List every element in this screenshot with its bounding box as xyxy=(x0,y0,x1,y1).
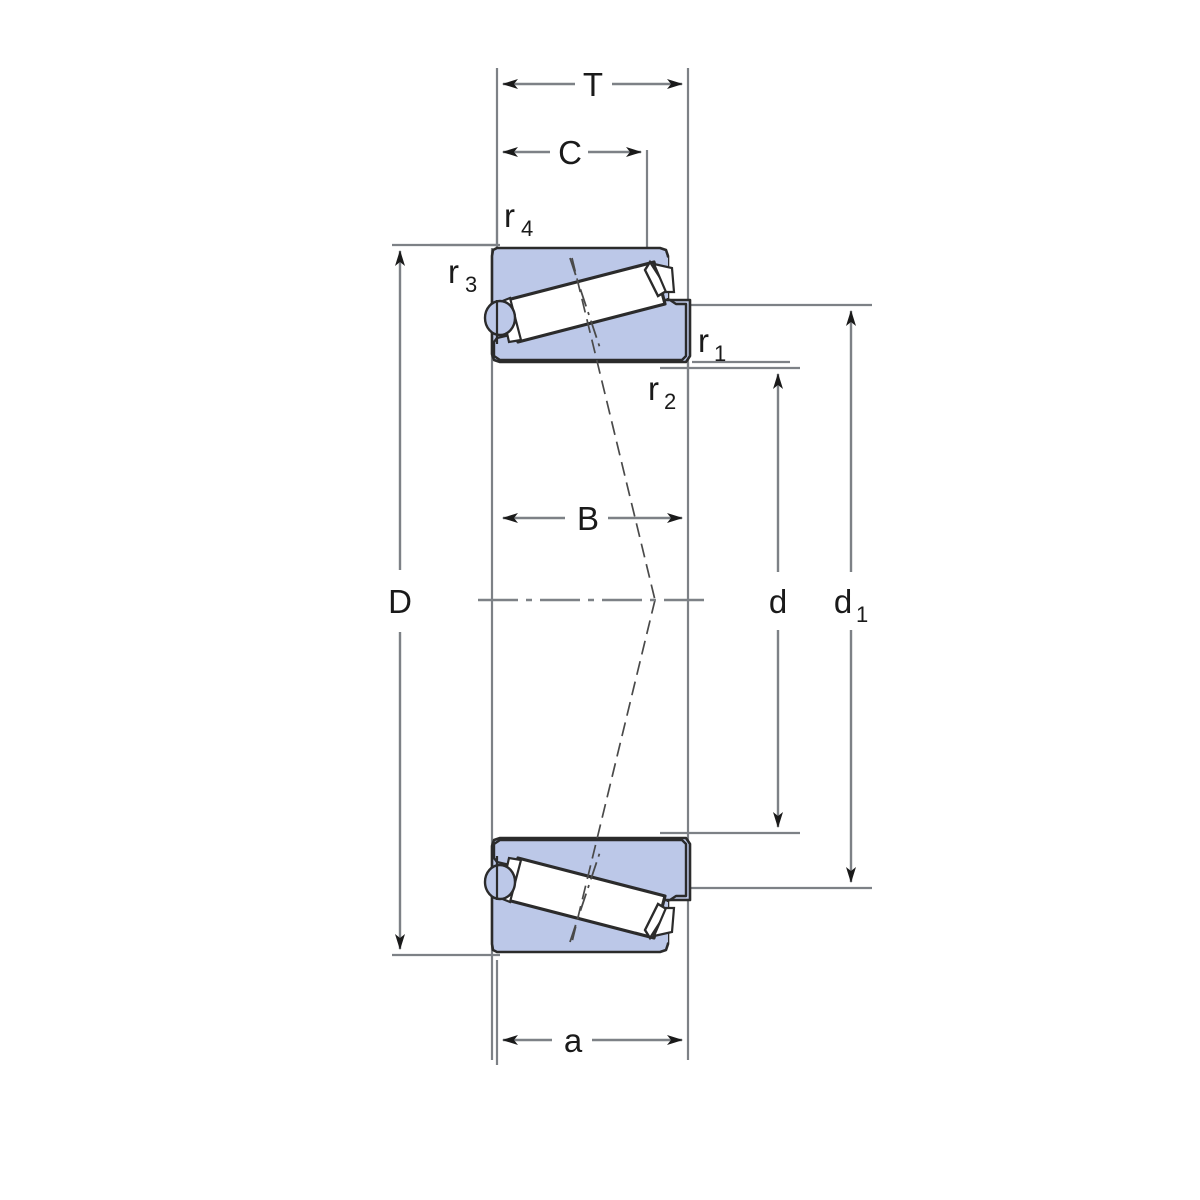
dim-label-C: C xyxy=(558,134,582,171)
dimension-D: D xyxy=(388,250,412,950)
fillet-r1-sub: 1 xyxy=(714,341,726,366)
dimension-d: d xyxy=(769,373,787,828)
roller-axis-upper xyxy=(569,257,601,349)
bearing-upper-half xyxy=(483,246,692,364)
dim-label-d1-base: d xyxy=(834,583,852,620)
dimension-C: C xyxy=(502,134,642,171)
dim-label-D: D xyxy=(388,583,412,620)
apex-line-upper xyxy=(571,257,656,601)
bearing-lower-half xyxy=(483,836,692,954)
dim-label-d1-sub: 1 xyxy=(856,602,868,627)
apex-line-lower xyxy=(571,599,656,943)
fillet-r3-sub: 3 xyxy=(465,272,477,297)
fillet-label-r4: r 4 xyxy=(504,197,533,241)
fillet-r4-base: r xyxy=(504,197,515,234)
dim-label-a: a xyxy=(564,1022,583,1059)
cone-small-rib-upper xyxy=(483,299,517,337)
fillet-label-r1: r 1 xyxy=(698,322,726,366)
dim-label-d: d xyxy=(769,583,787,620)
fillet-r2-sub: 2 xyxy=(664,389,676,414)
cone-small-rib-lower xyxy=(483,863,517,901)
fillet-label-r3: r 3 xyxy=(448,253,477,297)
dimension-d1: d 1 xyxy=(834,310,868,883)
dim-label-T: T xyxy=(583,66,603,103)
dimension-B: B xyxy=(502,500,683,537)
dim-label-B: B xyxy=(577,500,599,537)
cage-rib-upper xyxy=(652,262,676,294)
dimension-a: a xyxy=(502,1022,683,1059)
dimension-T: T xyxy=(502,66,683,103)
extension-lines xyxy=(392,68,872,1065)
cage-rib-lower xyxy=(652,906,676,938)
fillet-r2-base: r xyxy=(648,370,659,407)
raceway-apex-construction-line xyxy=(571,257,656,943)
fillet-r4-sub: 4 xyxy=(521,216,533,241)
fillet-r1-base: r xyxy=(698,322,709,359)
fillet-label-r2: r 2 xyxy=(648,370,676,414)
fillet-r3-base: r xyxy=(448,253,459,290)
